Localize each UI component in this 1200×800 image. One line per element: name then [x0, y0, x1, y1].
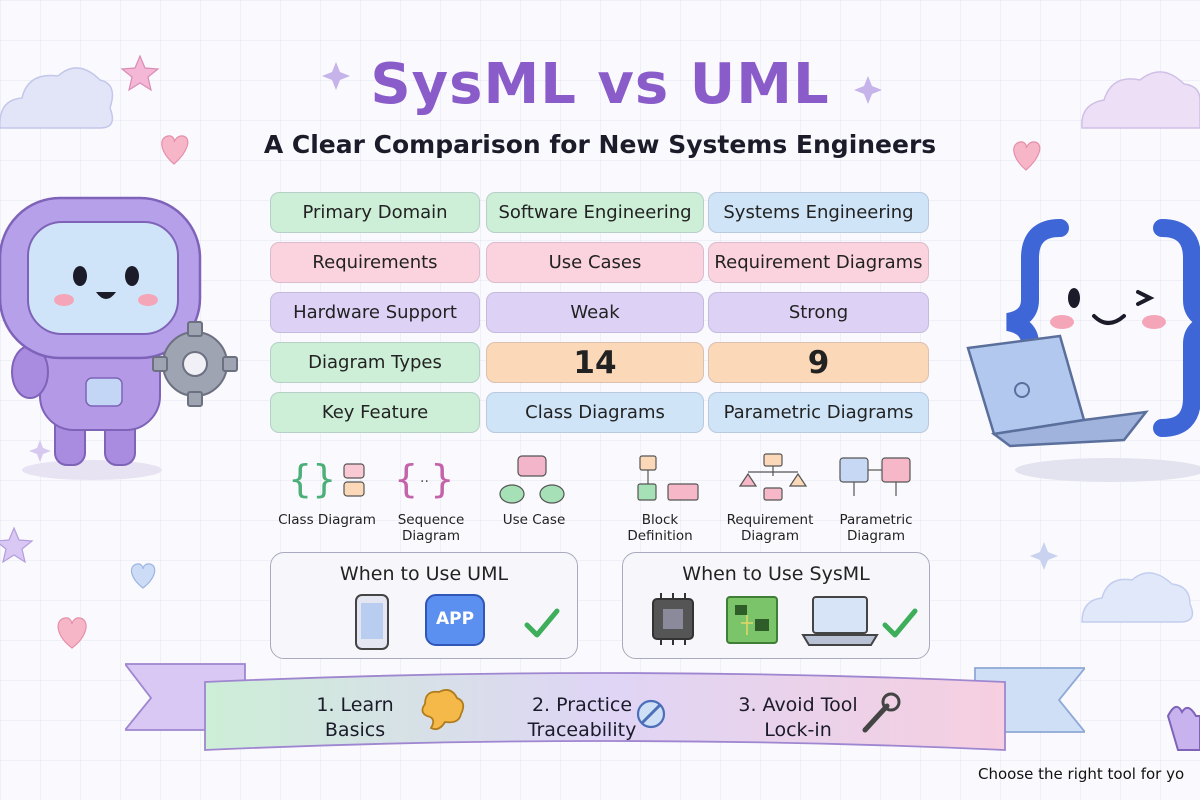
svg-text:{ }: { } [394, 457, 454, 501]
row-label-primary-domain: Primary Domain [270, 192, 480, 233]
sparkle-icon [322, 62, 350, 90]
app-icon [425, 594, 485, 646]
cloud-icon [1081, 71, 1200, 129]
diagram-label-parametric: Parametric Diagram [839, 512, 913, 544]
chip-icon [652, 593, 694, 645]
panel-title-uml: When to Use UML [339, 563, 509, 585]
sysml-primary-domain: Systems Engineering [708, 192, 929, 233]
robot-mascot-icon [0, 196, 238, 480]
steps-ribbon [125, 663, 1085, 751]
step-1-line1: 1. Learn [316, 694, 394, 716]
heart-icon [57, 617, 87, 649]
uml-panel-icons [355, 594, 560, 650]
step-avoid-tool-lock-in: 3. Avoid Tool Lock-in [728, 693, 868, 743]
smartphone-icon [355, 594, 389, 650]
sparkle-icon [1030, 542, 1058, 570]
requirement-diagram-icon [738, 453, 808, 501]
cloud-icon [1081, 572, 1194, 623]
block-definition-icon [637, 455, 699, 501]
row-label-diagram-types: Diagram Types [270, 342, 480, 383]
uml-diagram-types: 14 [486, 342, 704, 383]
uml-key-feature: Class Diagrams [486, 392, 704, 433]
sysml-key-feature: Parametric Diagrams [708, 392, 929, 433]
uml-hardware-support: Weak [486, 292, 704, 333]
diagram-label-requirement: Requirement Diagram [726, 512, 814, 544]
sysml-diagram-types: 9 [708, 342, 929, 383]
diagram-label-sequence: Sequence Diagram [397, 512, 465, 544]
diagram-label-block-definition: Block Definition [627, 512, 693, 544]
circuit-board-icon [726, 596, 778, 644]
step-learn-basics: 1. Learn Basics [300, 693, 410, 743]
diagram-label-class: Class Diagram [278, 512, 376, 528]
diagram-icons-row: {} { } ·· [288, 453, 911, 504]
heart-icon [1013, 141, 1041, 171]
app-icon-label: APP [435, 609, 475, 629]
svg-text:{}: {} [288, 457, 336, 501]
laptop-icon [966, 334, 1149, 448]
heart-icon [161, 135, 189, 165]
step-practice-traceability: 2. Practice Traceability [512, 693, 652, 743]
sparkle-icon [29, 440, 51, 462]
curly-braces-mascot-icon [966, 219, 1200, 482]
uml-requirements: Use Cases [486, 242, 704, 283]
step-1-line2: Basics [324, 719, 386, 741]
row-label-hardware-support: Hardware Support [270, 292, 480, 333]
row-label-requirements: Requirements [270, 242, 480, 283]
waving-hand-icon [1166, 705, 1200, 751]
parametric-diagram-icon [839, 457, 911, 496]
link-icon [636, 699, 666, 729]
check-icon [882, 608, 918, 638]
page-subtitle: A Clear Comparison for New Systems Engin… [263, 130, 937, 159]
sysml-panel-icons [652, 593, 918, 646]
step-2-line2: Traceability [527, 719, 637, 741]
gear-icon [152, 321, 238, 407]
sysml-requirements: Requirement Diagrams [708, 242, 929, 283]
footer-tagline: Choose the right tool for yo [978, 765, 1185, 783]
cloud-icon [0, 67, 114, 129]
sysml-hardware-support: Strong [708, 292, 929, 333]
use-case-icon [499, 455, 565, 504]
brain-icon [421, 689, 465, 731]
page-title: SysML vs UML [370, 52, 830, 117]
when-to-use-sysml-panel: When to Use SysML [622, 552, 930, 659]
step-3-line1: 3. Avoid Tool [738, 694, 858, 716]
panel-title-sysml: When to Use SysML [682, 563, 870, 585]
heart-icon [130, 563, 156, 589]
step-2-line1: 2. Practice [531, 694, 633, 716]
sparkle-icon [854, 76, 882, 104]
wrench-icon [862, 692, 901, 733]
uml-primary-domain: Software Engineering [486, 192, 704, 233]
diagram-label-use-case: Use Case [502, 512, 566, 528]
svg-text:··: ·· [420, 474, 429, 490]
row-label-key-feature: Key Feature [270, 392, 480, 433]
laptop-icon [801, 596, 879, 646]
star-icon [0, 526, 34, 564]
star-icon [120, 54, 160, 92]
sequence-diagram-icon: { } ·· [394, 457, 454, 501]
class-diagram-icon: {} [288, 457, 365, 501]
step-3-line2: Lock-in [764, 719, 832, 741]
when-to-use-uml-panel: When to Use UML APP [270, 552, 578, 659]
check-icon [524, 608, 560, 638]
